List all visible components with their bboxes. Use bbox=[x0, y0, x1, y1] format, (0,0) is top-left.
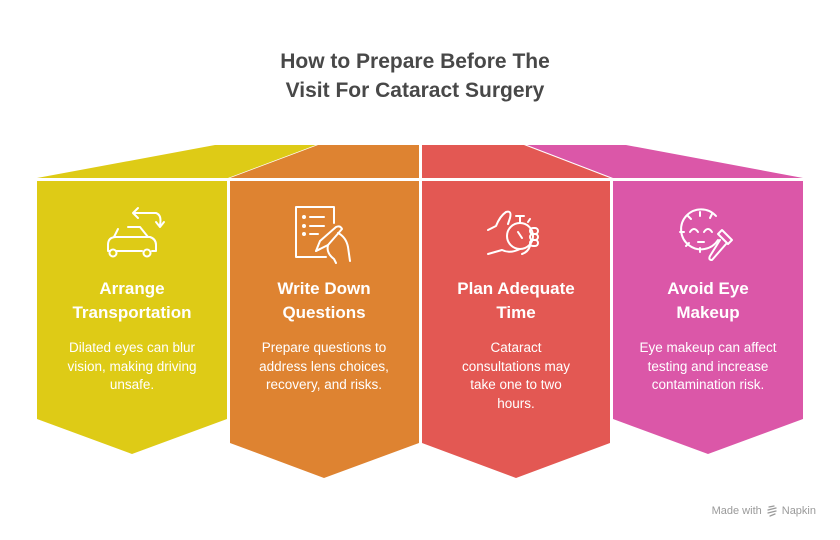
step-3-heading-line-1: Plan Adequate bbox=[457, 279, 575, 298]
stopwatch-hand-icon bbox=[487, 210, 539, 255]
step-3-roof bbox=[422, 145, 610, 178]
step-4-heading: Avoid Eye Makeup bbox=[618, 277, 798, 325]
step-4-heading-line-2: Makeup bbox=[676, 303, 740, 322]
step-3-heading-line-2: Time bbox=[496, 303, 536, 322]
step-2-panel bbox=[230, 181, 419, 478]
car-route-icon bbox=[107, 207, 165, 258]
step-1-heading-line-2: Transportation bbox=[72, 303, 192, 322]
napkin-brand-label: Napkin bbox=[781, 505, 816, 517]
made-with-napkin: Made with Napkin bbox=[712, 505, 816, 517]
step-1-roof bbox=[37, 145, 316, 178]
step-1-description: Dilated eyes can blur vision, making dri… bbox=[67, 340, 197, 392]
step-1-text: Arrange Transportation Dilated eyes can … bbox=[42, 277, 222, 395]
step-3-panel bbox=[422, 181, 610, 478]
title-line-1: How to Prepare Before The bbox=[280, 50, 550, 73]
step-4-panel bbox=[613, 181, 803, 454]
title-line-2: Visit For Cataract Surgery bbox=[285, 79, 545, 102]
step-4-text: Avoid Eye Makeup Eye makeup can affect t… bbox=[618, 277, 798, 395]
step-2-description: Prepare questions to address lens choice… bbox=[259, 340, 389, 392]
step-4-heading-line-1: Avoid Eye bbox=[667, 279, 749, 298]
step-1-heading: Arrange Transportation bbox=[42, 277, 222, 325]
step-3-heading: Plan Adequate Time bbox=[426, 277, 606, 325]
diagram-title: How to Prepare Before The Visit For Cata… bbox=[0, 47, 840, 105]
step-2-roof bbox=[230, 145, 419, 178]
step-2-text: Write Down Questions Prepare questions t… bbox=[234, 277, 414, 395]
step-3-text: Plan Adequate Time Cataract consultation… bbox=[426, 277, 606, 413]
step-2-heading: Write Down Questions bbox=[234, 277, 414, 325]
step-3-description: Cataract consultations may take one to t… bbox=[461, 340, 571, 411]
step-1-panel bbox=[37, 181, 227, 454]
checklist-writing-icon bbox=[295, 206, 351, 264]
step-4-roof bbox=[527, 145, 803, 178]
made-with-label: Made with bbox=[711, 505, 762, 517]
step-2-heading-line-1: Write Down bbox=[277, 279, 371, 298]
step-4-description: Eye makeup can affect testing and increa… bbox=[639, 340, 777, 392]
napkin-logo-icon bbox=[767, 505, 777, 517]
step-1-heading-line-1: Arrange bbox=[99, 279, 165, 298]
face-makeup-brush-icon bbox=[679, 208, 733, 261]
step-2-heading-line-2: Questions bbox=[282, 303, 366, 322]
